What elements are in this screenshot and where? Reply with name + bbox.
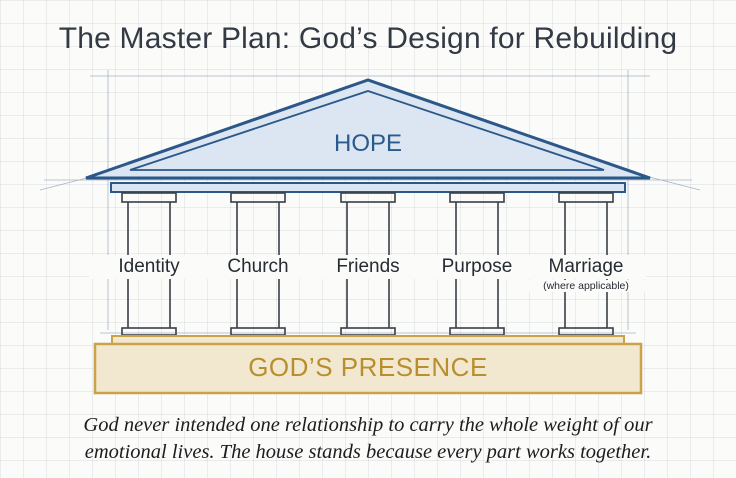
roof-outer: [85, 78, 651, 180]
pillar-label-purpose: Purpose: [417, 255, 537, 279]
roof-label: HOPE: [333, 130, 402, 157]
entablature: [110, 182, 626, 193]
pillar-label-marriage: Marriage: [526, 255, 646, 279]
pillar-label-friends: Friends: [308, 255, 428, 279]
foundation-base: [93, 342, 643, 395]
foundation-label: GOD’S PRESENCE: [248, 352, 488, 382]
caption-line-1: God never intended one relationship to c…: [83, 414, 653, 436]
construction-lines: [39, 70, 701, 334]
roof: [85, 78, 651, 193]
pillar-label-church: Church: [198, 255, 318, 279]
caption: God never intended one relationship to c…: [0, 412, 736, 466]
roof-inner: [129, 90, 605, 171]
caption-line-2: emotional lives. The house stands becaus…: [84, 441, 652, 463]
diagram-title: The Master Plan: God’s Design for Rebuil…: [58, 22, 678, 55]
pillar-sublabel-marriage: (where applicable): [526, 280, 646, 292]
pillar-label-identity: Identity: [89, 255, 209, 279]
foundation: [93, 335, 643, 395]
